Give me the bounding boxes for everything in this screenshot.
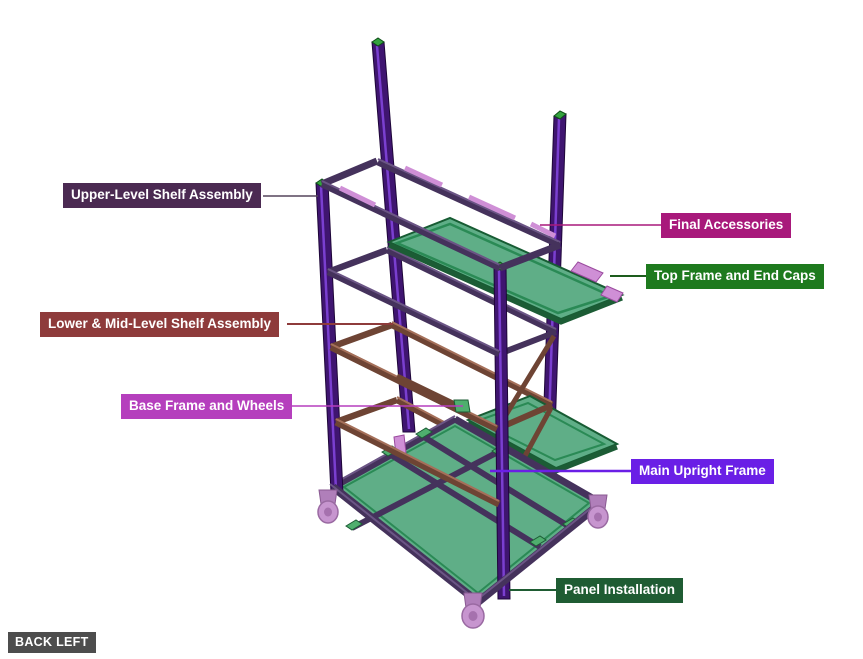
post-end-cap-icon xyxy=(553,110,567,120)
label-final-accessories: Final Accessories xyxy=(661,213,792,238)
shelf-end-cap-icon xyxy=(570,261,604,283)
label-panel-installation: Panel Installation xyxy=(556,578,684,603)
view-orientation-badge: BACK LEFT xyxy=(8,632,96,653)
label-upper-level-shelf-assembly: Upper-Level Shelf Assembly xyxy=(63,183,261,208)
caster-wheels xyxy=(317,489,609,629)
front-upright-posts xyxy=(315,178,511,600)
front-rails xyxy=(320,157,562,508)
label-main-upright-frame: Main Upright Frame xyxy=(631,459,774,484)
post-end-cap-icon xyxy=(371,37,385,47)
label-lower-mid-level-shelf-assembly: Lower & Mid-Level Shelf Assembly xyxy=(40,312,280,337)
base-front-rails xyxy=(329,483,604,606)
leader-lines xyxy=(263,195,661,591)
shelf-end-cap-icon xyxy=(600,285,624,303)
accessory-strips xyxy=(403,165,557,239)
label-base-frame-and-wheels: Base Frame and Wheels xyxy=(121,394,293,419)
label-top-frame-and-end-caps: Top Frame and End Caps xyxy=(646,264,824,289)
